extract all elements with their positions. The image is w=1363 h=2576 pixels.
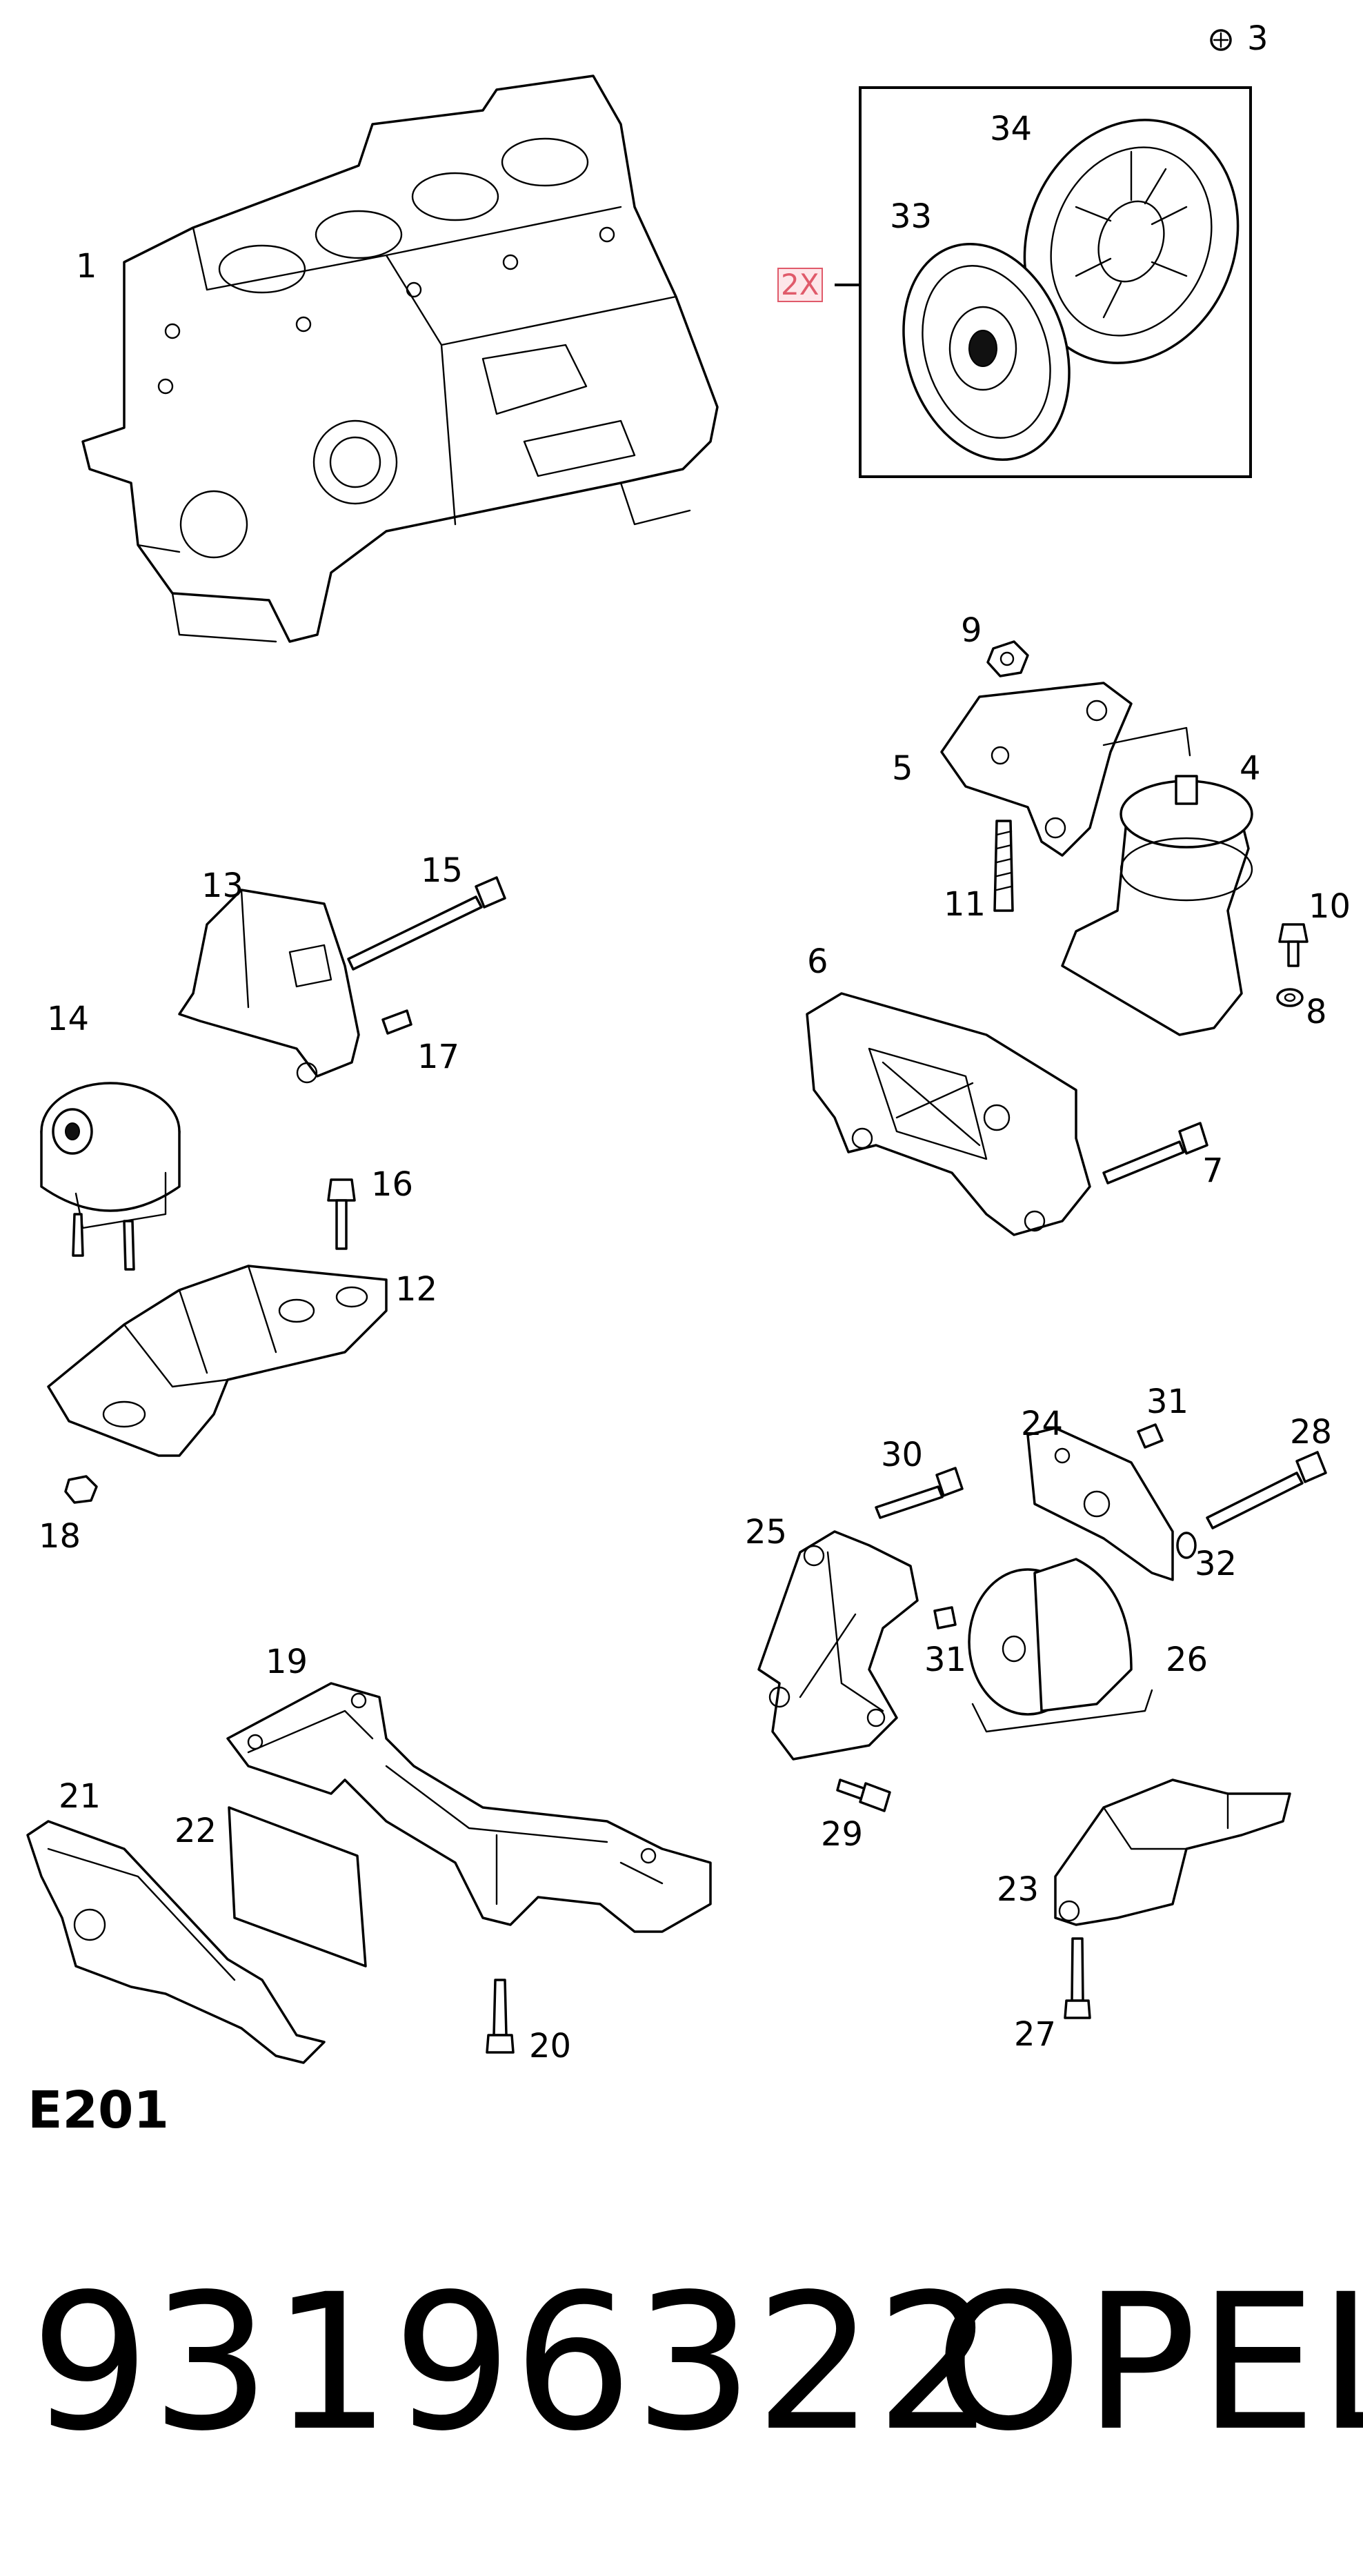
callout-33: 33	[890, 197, 933, 236]
callout-31-lower: 31	[924, 1641, 967, 1679]
callout-1: 1	[76, 247, 97, 286]
left-mount-drawing	[40, 876, 506, 1504]
callout-25: 25	[745, 1513, 788, 1552]
part-number: 93196322	[30, 2255, 997, 2473]
right-mount-drawing	[806, 640, 1309, 1236]
cradle-drawing	[26, 1682, 712, 2064]
callout-10: 10	[1309, 887, 1351, 926]
screw-3-drawing	[1210, 29, 1232, 51]
section-code: E201	[28, 2081, 170, 2140]
callout-8: 8	[1306, 993, 1327, 1031]
callout-9: 9	[961, 611, 982, 650]
callout-7: 7	[1202, 1151, 1224, 1190]
lower-right-mount-drawing	[757, 1423, 1327, 2019]
callout-20: 20	[529, 2027, 572, 2065]
callout-16: 16	[371, 1165, 414, 1204]
callout-28: 28	[1290, 1413, 1333, 1452]
engine-block-drawing	[81, 75, 719, 643]
callout-31-upper: 31	[1146, 1383, 1189, 1421]
callout-6: 6	[807, 942, 828, 981]
brand-name: OPEL	[935, 2255, 1363, 2473]
callout-11: 11	[944, 885, 986, 924]
callout-29: 29	[821, 1815, 864, 1854]
callout-17: 17	[417, 1038, 460, 1076]
callout-30: 30	[881, 1436, 924, 1474]
callout-21: 21	[59, 1777, 101, 1816]
quantity-2x-badge: 2X	[777, 268, 823, 302]
callout-27: 27	[1014, 2015, 1057, 2054]
callout-34: 34	[990, 110, 1033, 148]
callout-26: 26	[1166, 1641, 1208, 1679]
callout-19: 19	[266, 1643, 308, 1681]
callout-5: 5	[892, 749, 913, 788]
callout-13: 13	[201, 866, 244, 905]
clutch-kit-drawing	[835, 86, 1252, 478]
callout-24: 24	[1021, 1405, 1064, 1443]
callout-22: 22	[175, 1812, 217, 1850]
callout-4: 4	[1240, 749, 1261, 788]
callout-3: 3	[1247, 19, 1269, 58]
callout-18: 18	[39, 1517, 81, 1556]
callout-32: 32	[1195, 1545, 1237, 1583]
callout-12: 12	[395, 1270, 438, 1309]
callout-23: 23	[997, 1870, 1039, 1909]
callout-14: 14	[47, 1000, 90, 1038]
callout-15: 15	[421, 851, 464, 890]
